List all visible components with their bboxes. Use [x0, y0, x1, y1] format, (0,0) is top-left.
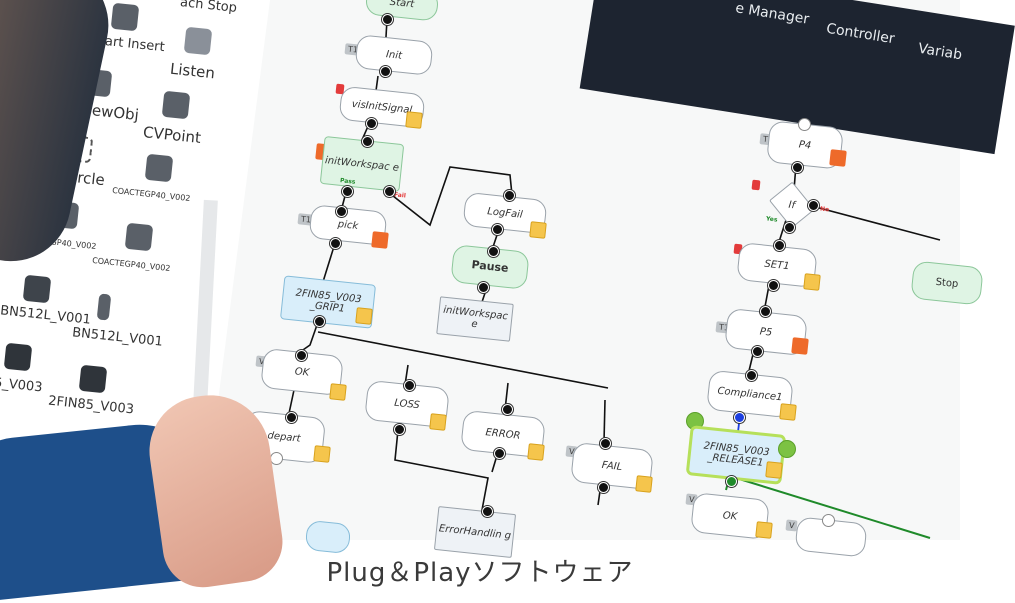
port-dot[interactable]: [478, 282, 489, 293]
port-dot[interactable]: [768, 280, 779, 291]
port-dot[interactable]: [808, 200, 819, 211]
refresh-icon: [405, 111, 423, 129]
node-label: P4: [798, 138, 812, 152]
port-dot[interactable]: [314, 316, 325, 327]
doc-icon: [803, 273, 821, 291]
port-dot[interactable]: [746, 370, 757, 381]
port-dot[interactable]: [494, 448, 505, 459]
eye-icon: [829, 149, 847, 167]
node-label: pick: [337, 218, 359, 232]
node-label: depart: [266, 429, 301, 445]
node-label: Start: [389, 0, 415, 10]
node-label: If: [788, 199, 796, 211]
port-dot[interactable]: [504, 190, 515, 201]
pass-label: Pass: [339, 177, 356, 186]
port-dot[interactable]: [784, 222, 795, 233]
doc-icon: [635, 475, 653, 493]
node-label: LOSS: [393, 397, 421, 411]
port-dot[interactable]: [336, 206, 347, 217]
node-label: OK: [294, 365, 310, 379]
port-dot[interactable]: [330, 238, 341, 249]
port-dot[interactable]: [394, 424, 405, 435]
port-dot[interactable]: [286, 412, 297, 423]
input-port[interactable]: [822, 514, 835, 527]
eye-icon: [371, 231, 389, 249]
gripper-status-icon: [765, 461, 783, 479]
node-label: OK: [722, 509, 738, 523]
node-label: ERROR: [484, 426, 521, 442]
no-label: No: [819, 205, 830, 214]
doc-icon: [755, 521, 773, 539]
port-dot[interactable]: [752, 346, 763, 357]
doc-icon: [529, 221, 547, 239]
port-dot[interactable]: [342, 186, 353, 197]
port-dot[interactable]: [296, 350, 307, 361]
port-dot[interactable]: [600, 438, 611, 449]
port-dot[interactable]: [380, 66, 391, 77]
node-label: P5: [759, 325, 773, 339]
port-dot[interactable]: [404, 380, 415, 391]
node-label: Stop: [935, 276, 959, 290]
node-label: SET1: [763, 258, 791, 272]
doc-icon: [527, 443, 545, 461]
warning-flag-icon: [751, 179, 761, 191]
eye-icon: [791, 337, 809, 355]
port-dot[interactable]: [366, 118, 377, 129]
move-icon: [313, 445, 331, 463]
node-label: FAIL: [601, 459, 623, 473]
node-stop[interactable]: Stop: [910, 260, 984, 306]
input-port[interactable]: [798, 118, 811, 131]
doc-icon: [779, 403, 797, 421]
caption-text: Plug＆Playソフトウェア: [326, 557, 634, 588]
node-label: ErrorHandlin g: [438, 522, 512, 542]
gripper-status-icon: [355, 307, 373, 325]
node-label: initWorkspac e: [324, 154, 400, 174]
node-label: visInitSignal: [351, 98, 413, 116]
port-dot[interactable]: [792, 162, 803, 173]
node-label: initWorkspac e: [442, 304, 509, 331]
port-dot[interactable]: [492, 224, 503, 235]
doc-icon: [329, 383, 347, 401]
node-initworkspace-2[interactable]: initWorkspac e: [436, 296, 514, 342]
node-label: Compliance1: [716, 385, 784, 403]
close-icon[interactable]: [778, 440, 796, 458]
port-dot[interactable]: [384, 186, 395, 197]
port-dot[interactable]: [774, 240, 785, 251]
node-label: Pause: [470, 258, 510, 275]
port-dot[interactable]: [488, 246, 499, 257]
port-dot[interactable]: [598, 482, 609, 493]
port-dot[interactable]: [760, 306, 771, 317]
fail-label: Fail: [393, 191, 407, 200]
doc-icon: [429, 413, 447, 431]
port-dot[interactable]: [382, 14, 393, 25]
port-dot[interactable]: [502, 404, 513, 415]
port-dot[interactable]: [726, 476, 737, 487]
port-dot[interactable]: [482, 506, 493, 517]
port-dot[interactable]: [734, 412, 745, 423]
yes-label: Yes: [765, 215, 778, 224]
node-label: LogFail: [486, 205, 524, 221]
port-dot[interactable]: [362, 136, 373, 147]
node-label: Init: [385, 48, 403, 62]
